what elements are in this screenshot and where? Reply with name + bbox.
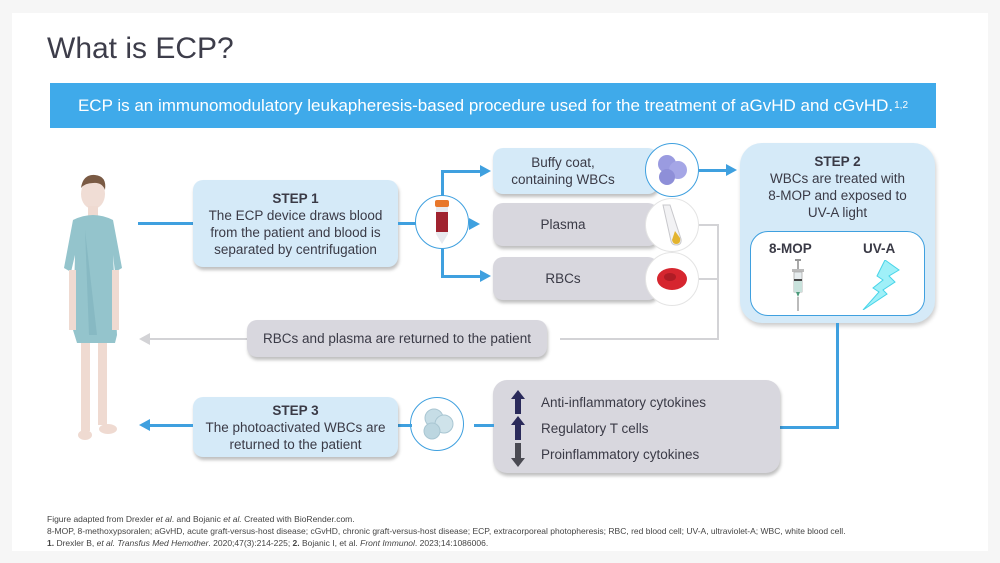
ref-journal: Front Immunol <box>360 538 415 548</box>
plasma-circle <box>645 198 699 252</box>
activated-wbc-icon <box>423 408 454 440</box>
fraction-rbcs: RBCs <box>493 257 658 300</box>
ref-text: . 2020;47(3):214-225; <box>208 538 293 548</box>
arrow-up-icon <box>511 390 525 414</box>
connector-line <box>699 169 727 172</box>
ref-number: 2. <box>292 538 300 548</box>
plasma-tube-icon <box>662 204 682 246</box>
ref-number: 1. <box>47 538 55 548</box>
step2-label: STEP 2 <box>814 154 861 169</box>
step3-text: The photoactivated WBCs are returned to … <box>205 419 386 452</box>
arrow-down-icon <box>511 443 525 467</box>
return-text: RBCs and plasma are returned to the pati… <box>263 331 531 346</box>
arrow-right-icon <box>726 164 737 176</box>
agent-8mop-label: 8-MOP <box>769 241 812 256</box>
step1-text: The ECP device draws blood from the pati… <box>208 207 383 257</box>
connector-line <box>780 426 839 429</box>
fraction-label: Buffy coat, containing WBCs <box>511 155 615 187</box>
wbc-cluster-icon <box>658 155 687 185</box>
patient-icon <box>64 174 122 440</box>
activated-wbc-circle <box>410 397 464 451</box>
banner-citation: 1,2 <box>894 100 909 111</box>
step2-text: WBCs are treated with 8-MOP and exposed … <box>768 171 907 220</box>
ref-text: . 2023;14:1086006. <box>414 538 489 548</box>
connector-line <box>441 275 481 278</box>
credit-italic: et al <box>155 514 172 524</box>
arrow-right-icon <box>480 270 491 282</box>
connector-line <box>398 222 418 225</box>
abbreviations: 8-MOP, 8-methoxypsoralen; aGvHD, acute g… <box>47 526 846 536</box>
return-line <box>717 224 719 340</box>
credit-text: . and Bojanic <box>171 514 224 524</box>
agent-uva-label: UV-A <box>863 241 896 256</box>
connector-line <box>150 424 193 427</box>
arrow-left-icon <box>139 333 150 345</box>
ref-text: Bojanic I, et al. <box>299 538 361 548</box>
fraction-label: RBCs <box>545 271 581 286</box>
blood-tube-icon <box>435 200 449 244</box>
arrow-left-icon <box>139 419 150 431</box>
connector-line <box>836 323 839 429</box>
red-blood-cell-icon <box>657 268 687 290</box>
rbc-circle <box>645 252 699 306</box>
arrow-up-icon <box>511 416 525 440</box>
connector-line <box>441 170 444 196</box>
credit-italic: et al. <box>223 514 242 524</box>
blood-tube-circle <box>415 195 469 249</box>
ref-text: Drexler B, <box>54 538 97 548</box>
fraction-buffy-coat: Buffy coat, containing WBCs <box>493 148 658 194</box>
effect-regulatory-t-cells: Regulatory T cells <box>541 421 649 436</box>
step3-label: STEP 3 <box>272 402 319 418</box>
page-title: What is ECP? <box>47 32 234 65</box>
connector-line <box>398 424 412 427</box>
ref-journal: et al. Transfus Med Hemother <box>96 538 209 548</box>
treatment-panel: 8-MOP UV-A <box>750 231 925 316</box>
step1-label: STEP 1 <box>272 190 319 206</box>
connector-line <box>441 170 481 173</box>
return-line <box>699 224 719 226</box>
banner-text: ECP is an immunomodulatory leukapheresis… <box>77 95 894 115</box>
return-line <box>560 338 719 340</box>
arrow-right-icon <box>469 218 480 230</box>
credit-text: Figure adapted from Drexler <box>47 514 156 524</box>
return-box: RBCs and plasma are returned to the pati… <box>247 320 547 357</box>
connector-line <box>474 424 494 427</box>
uv-light-icon <box>862 260 900 310</box>
return-line <box>699 278 719 280</box>
credit-text: Created with BioRender.com. <box>241 514 355 524</box>
effect-anti-inflammatory: Anti-inflammatory cytokines <box>541 395 707 410</box>
effect-proinflammatory: Proinflammatory cytokines <box>541 447 700 462</box>
step1-box: STEP 1 The ECP device draws blood from t… <box>193 180 398 267</box>
connector-line <box>441 249 444 277</box>
effects-box: Anti-inflammatory cytokines Regulatory T… <box>493 380 780 473</box>
return-line <box>150 338 250 340</box>
step3-box: STEP 3 The photoactivated WBCs are retur… <box>193 397 398 457</box>
definition-banner: ECP is an immunomodulatory leukapheresis… <box>50 83 936 128</box>
fraction-label: Plasma <box>540 217 586 232</box>
step2-box: STEP 2 WBCs are treated with 8-MOP and e… <box>740 143 935 323</box>
wbc-circle <box>645 143 699 197</box>
arrow-right-icon <box>480 165 491 177</box>
figure-credit: Figure adapted from Drexler et al. and B… <box>47 514 355 524</box>
references: 1. Drexler B, et al. Transfus Med Hemoth… <box>47 538 488 548</box>
syringe-icon <box>792 259 804 311</box>
connector-line <box>138 222 193 225</box>
fraction-plasma: Plasma <box>493 203 658 246</box>
